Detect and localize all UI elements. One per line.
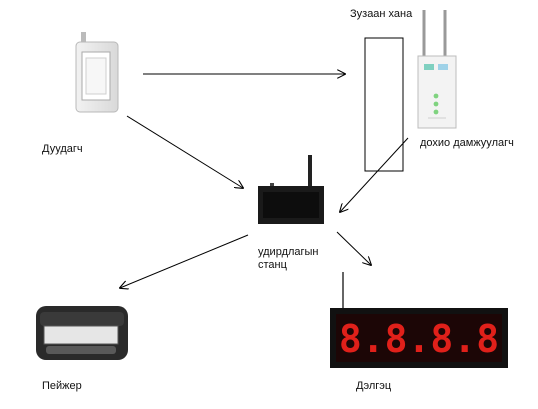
display-digits: 8.8.8.8 (339, 317, 499, 361)
arrow-station-to-pager (120, 234, 249, 288)
signal-repeater-icon (417, 10, 457, 129)
label-caller: Дуудагч (42, 143, 83, 155)
label-control-station-line1: удирдлагын (258, 246, 319, 258)
label-thick-wall: Зузаан хана (350, 8, 413, 20)
thick-wall (364, 37, 404, 172)
label-signal-repeater: дохио дамжуулагч (420, 137, 514, 149)
label-pager: Пейжер (42, 380, 82, 392)
pager-icon (36, 306, 128, 360)
control-station-icon (258, 155, 324, 224)
arrow-station-to-display (336, 231, 371, 265)
label-control-station-line2: станц (258, 259, 287, 271)
label-display: Дэлгэц (356, 380, 392, 392)
arrow-caller-to-station (126, 115, 243, 188)
wireless-call-button-icon (75, 32, 119, 113)
led-display-icon: 8.8.8.8 (330, 272, 508, 368)
arrow-repeater-to-station (340, 137, 409, 212)
label-control-station: удирдлагын станц (258, 246, 338, 272)
